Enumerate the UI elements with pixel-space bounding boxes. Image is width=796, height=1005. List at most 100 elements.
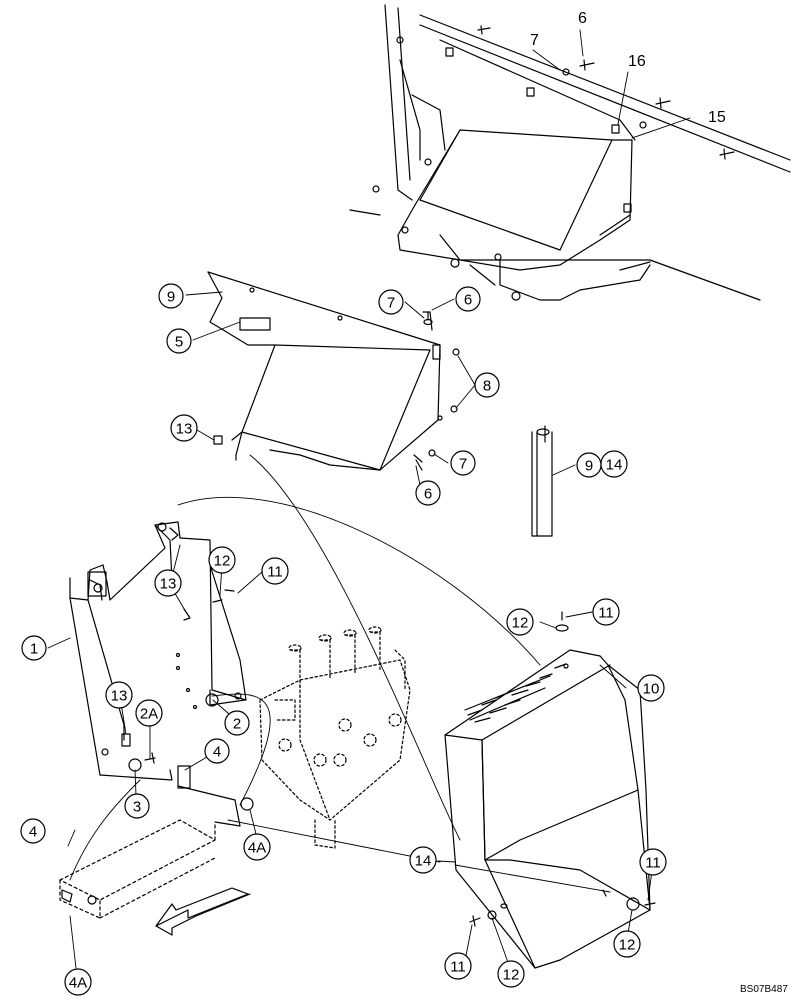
callout-c12a: 12 xyxy=(208,546,236,574)
callout-c11d: 11 xyxy=(444,952,472,980)
callout-label: 9 xyxy=(585,458,593,475)
callout-c4A1: 4A xyxy=(243,833,271,861)
callout-circle xyxy=(135,699,163,727)
callout-circle xyxy=(208,546,236,574)
callout-circle xyxy=(154,569,182,597)
drawing-reference: BS07B487 xyxy=(740,984,788,995)
callout-label: 10 xyxy=(643,681,660,698)
part-label-p16: 16 xyxy=(628,53,646,70)
front-direction-arrow xyxy=(155,887,251,936)
callout-c11c: 11 xyxy=(639,848,667,876)
callout-c12d: 12 xyxy=(613,930,641,958)
part-label-p7: 7 xyxy=(530,32,539,49)
callout-label: 1 xyxy=(30,641,38,658)
callout-label: 11 xyxy=(450,959,466,976)
callout-c6a: 6 xyxy=(455,286,481,312)
callout-label: 2 xyxy=(233,716,241,733)
callout-c9a: 9 xyxy=(158,283,184,309)
callout-label: 8 xyxy=(483,378,491,395)
callout-c2a: 2A xyxy=(135,699,163,727)
mounting-plate-part xyxy=(69,521,254,827)
callout-label: 6 xyxy=(464,292,472,309)
callout-c14a: 14 xyxy=(600,450,628,478)
callout-label: 9 xyxy=(167,289,175,306)
callout-c10: 10 xyxy=(637,674,665,702)
callout-label: 12 xyxy=(503,967,520,984)
seal-strip-part xyxy=(531,425,553,537)
callout-circle xyxy=(639,848,667,876)
callout-circle xyxy=(592,598,620,626)
callout-c6b: 6 xyxy=(415,480,441,506)
callout-c4a: 4 xyxy=(204,738,230,764)
callout-c4b: 4 xyxy=(20,818,46,844)
callout-label: 12 xyxy=(619,937,636,954)
callout-label: 5 xyxy=(175,334,183,351)
callout-c13a: 13 xyxy=(170,414,198,442)
callout-circle xyxy=(224,710,250,736)
valve-cover-part xyxy=(444,611,656,969)
callout-circle xyxy=(64,968,92,996)
callout-circle xyxy=(261,557,289,585)
callout-circle xyxy=(204,738,230,764)
installed-shield-assembly xyxy=(349,4,791,301)
callout-c11b: 11 xyxy=(592,598,620,626)
callout-circle xyxy=(378,289,404,315)
callout-c3: 3 xyxy=(124,793,150,819)
callout-circle xyxy=(124,793,150,819)
callout-circle xyxy=(158,283,184,309)
callout-circle xyxy=(409,846,437,874)
callout-label: 3 xyxy=(133,799,141,816)
callout-circle xyxy=(455,286,481,312)
control-valve-phantom xyxy=(259,626,411,849)
callout-circle xyxy=(497,960,525,988)
lower-bracket-phantom xyxy=(59,819,216,919)
callout-label: 13 xyxy=(160,576,177,593)
callout-label: 11 xyxy=(598,605,614,622)
callout-circle xyxy=(444,952,472,980)
callout-circle xyxy=(415,480,441,506)
callout-c4A2: 4A xyxy=(64,968,92,996)
callout-circle xyxy=(243,833,271,861)
callout-c11a: 11 xyxy=(261,557,289,585)
callout-c9b: 9 xyxy=(576,452,602,478)
callout-label: 4 xyxy=(213,744,221,761)
callout-label: 12 xyxy=(512,615,529,632)
callout-c7b: 7 xyxy=(450,450,476,476)
callout-circle xyxy=(600,450,628,478)
callout-c5: 5 xyxy=(166,328,192,354)
callout-label: 11 xyxy=(645,855,661,872)
callout-label: 7 xyxy=(387,295,395,312)
assembly-guide-lines xyxy=(69,454,611,893)
callout-circle xyxy=(506,608,534,636)
callout-c12c: 12 xyxy=(497,960,525,988)
upper-shield-part xyxy=(207,271,460,471)
callout-label: 11 xyxy=(267,564,283,581)
callout-label: 14 xyxy=(415,853,432,870)
callout-circle xyxy=(450,450,476,476)
callout-c14b: 14 xyxy=(409,846,437,874)
callout-circle xyxy=(474,372,500,398)
callout-c7a: 7 xyxy=(378,289,404,315)
callout-c12b: 12 xyxy=(506,608,534,636)
callout-label: 2A xyxy=(140,706,158,723)
callout-c2: 2 xyxy=(224,710,250,736)
callout-circle xyxy=(637,674,665,702)
callout-label: 7 xyxy=(459,456,467,473)
callout-c13b: 13 xyxy=(154,569,182,597)
callout-label: 4A xyxy=(248,840,266,857)
callout-label: 14 xyxy=(606,457,623,474)
callout-label: 4A xyxy=(69,975,87,992)
callout-label: 13 xyxy=(176,421,193,438)
callout-circle xyxy=(170,414,198,442)
callout-leaders xyxy=(47,29,691,969)
callout-circle xyxy=(21,635,47,661)
callout-label: 12 xyxy=(214,553,231,570)
part-label-p15: 15 xyxy=(708,109,726,126)
callout-label: 4 xyxy=(29,824,37,841)
callout-circle xyxy=(613,930,641,958)
callout-circle xyxy=(20,818,46,844)
callout-c1: 1 xyxy=(21,635,47,661)
callout-label: 6 xyxy=(424,486,432,503)
